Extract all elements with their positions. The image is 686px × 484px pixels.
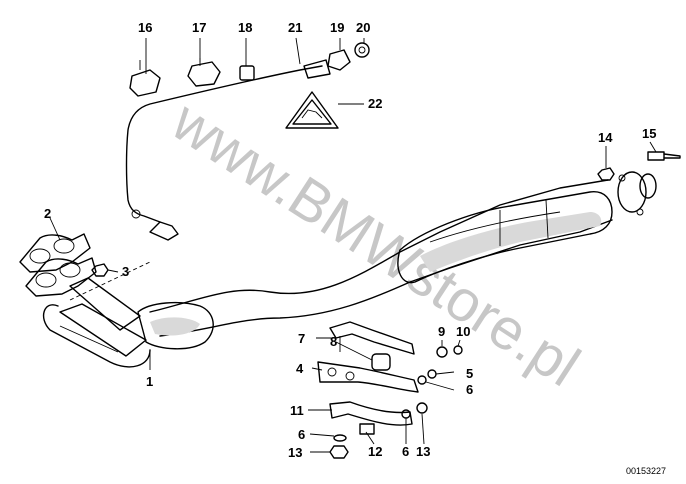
callout-13a: 13	[288, 445, 302, 460]
oxygen-sensor-cable	[125, 59, 331, 241]
nut-part-20	[354, 42, 370, 58]
cable-clip-part-16	[129, 60, 161, 97]
callout-20: 20	[356, 20, 370, 35]
nut-part-10	[453, 345, 463, 355]
callout-6b: 6	[298, 427, 305, 442]
callout-18: 18	[238, 20, 252, 35]
cable-holder-part-17	[187, 58, 221, 87]
bolt-part-15	[647, 151, 681, 161]
callout-7: 7	[298, 331, 305, 346]
washer-part-5	[427, 369, 437, 379]
bracket-part-11	[329, 401, 413, 426]
nut-part-13a	[329, 445, 349, 459]
grommet-part-18	[239, 65, 255, 81]
bracket-part-7	[329, 321, 415, 355]
nut-part-6a	[417, 375, 427, 385]
rubber-mount-part-8	[371, 353, 391, 371]
callout-22: 22	[368, 96, 382, 111]
callout-8: 8	[330, 334, 337, 349]
front-exhaust-pipe	[42, 171, 657, 368]
callout-16: 16	[138, 20, 152, 35]
nut-part-3	[91, 263, 109, 277]
callout-17: 17	[192, 20, 206, 35]
callout-3: 3	[122, 264, 129, 279]
callout-5: 5	[466, 366, 473, 381]
callout-13b: 13	[416, 444, 430, 459]
callout-4: 4	[296, 361, 304, 376]
nut-part-13b	[416, 402, 428, 414]
clamp-part-19	[327, 49, 351, 71]
washer-part-6b	[333, 434, 347, 442]
nut-part-14	[597, 167, 615, 181]
callout-10: 10	[456, 324, 470, 339]
callout-21: 21	[288, 20, 302, 35]
manifold-flange-gasket	[19, 233, 97, 297]
callout-11: 11	[290, 403, 304, 418]
bolt-part-12	[359, 423, 375, 435]
callout-19: 19	[330, 20, 344, 35]
callout-15: 15	[642, 126, 656, 141]
callout-12: 12	[368, 444, 382, 459]
callout-14: 14	[598, 130, 613, 145]
washer-part-9	[436, 346, 448, 358]
callout-6a: 6	[466, 382, 473, 397]
leader-lines	[49, 37, 657, 453]
callout-1: 1	[146, 374, 153, 389]
callout-2: 2	[44, 206, 51, 221]
callout-6c: 6	[402, 444, 409, 459]
warning-label-part-22	[285, 91, 364, 129]
callout-9: 9	[438, 324, 445, 339]
washer-part-6c	[401, 409, 411, 419]
reference-number: 00153227	[626, 466, 666, 476]
bracket-part-4	[317, 361, 419, 393]
